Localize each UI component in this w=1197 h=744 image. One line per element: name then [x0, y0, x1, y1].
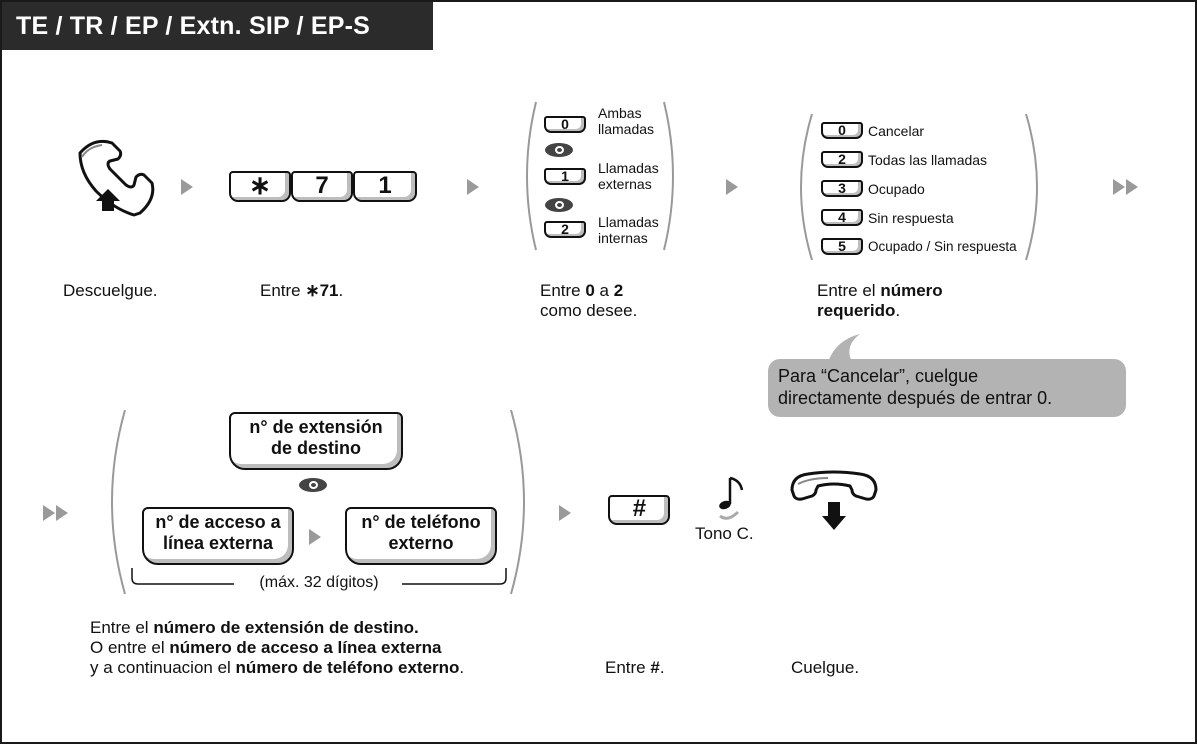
option-key-5: 5 [821, 238, 863, 255]
on-hook-handset-icon [790, 470, 878, 530]
option-key-3: 3 [821, 180, 863, 197]
continue-arrow [1113, 179, 1125, 195]
note-pointer [828, 334, 860, 362]
left-parenthesis [800, 113, 813, 261]
step-arrow [181, 179, 193, 195]
music-note-icon [719, 476, 744, 520]
hash-key: # [608, 495, 670, 525]
continue-arrow [56, 505, 68, 521]
option-label: Ocupado / Sin respuesta [868, 239, 1017, 254]
off-hook-caption: Descuelgue. [63, 281, 158, 300]
continue-arrow [43, 505, 55, 521]
one-key: 1 [353, 171, 417, 202]
star-key: ∗ [229, 171, 291, 202]
or-icon [545, 143, 573, 157]
or-icon [545, 198, 573, 212]
hang-up-caption: Cuelgue. [791, 658, 860, 677]
right-parenthesis [663, 101, 674, 251]
option-key-2: 2 [544, 221, 586, 238]
or-icon [299, 478, 327, 492]
page-title: TE / TR / EP / Extn. SIP / EP-S [2, 2, 433, 50]
option-key-0: 0 [544, 116, 586, 133]
step-arrow [309, 529, 321, 545]
option-label: Sin respuesta [868, 210, 954, 226]
tone-label: Tono C. [695, 524, 754, 543]
max-digits-label: (máx. 32 dígitos) [237, 574, 401, 592]
seven-key: 7 [291, 171, 353, 202]
digits-bracket [131, 568, 507, 585]
enter-code-caption: Entre ∗71. [260, 281, 344, 300]
destination-caption: Entre el número de extensión de destino.… [90, 618, 465, 677]
right-parenthesis [510, 409, 525, 595]
step-arrow [559, 505, 571, 521]
option-label: Cancelar [868, 123, 925, 139]
left-parenthesis [111, 409, 126, 595]
off-hook-handset-icon [78, 139, 155, 217]
step-arrow [467, 179, 479, 195]
continue-arrow [1126, 179, 1138, 195]
step-arrow [726, 179, 738, 195]
right-parenthesis [1025, 113, 1038, 261]
option-key-0: 0 [821, 122, 863, 139]
enter-hash-caption: Entre #. [605, 658, 665, 677]
option-label: Todas las llamadas [868, 152, 988, 168]
option-label: Ocupado [868, 181, 925, 197]
option-key-4: 4 [821, 209, 863, 226]
option-key-2: 2 [821, 151, 863, 168]
left-parenthesis [526, 101, 537, 251]
option-key-1: 1 [544, 168, 586, 185]
